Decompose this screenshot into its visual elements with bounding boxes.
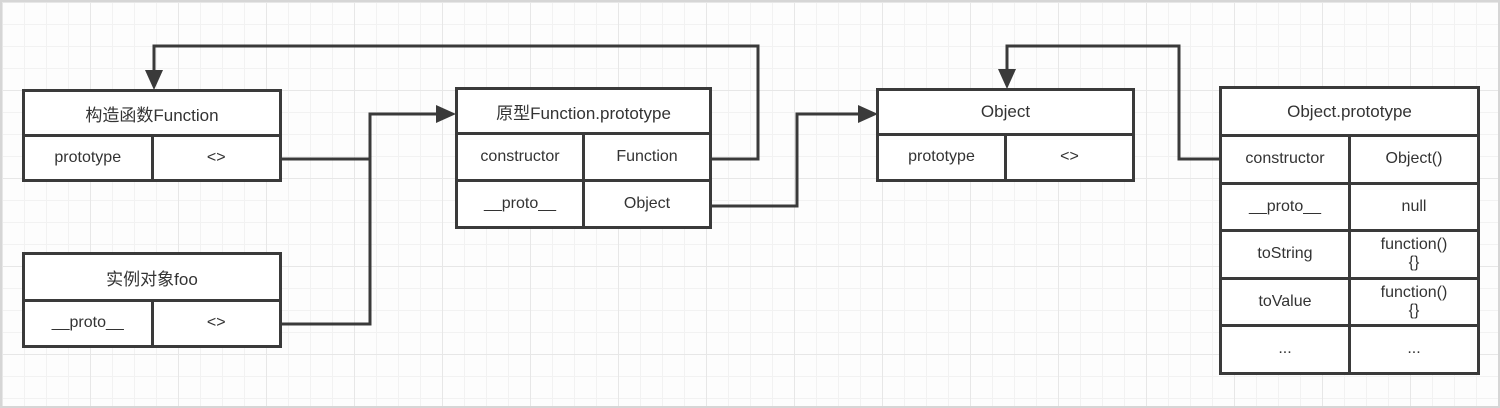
node-function-prototype: 原型Function.prototype constructor Functio… <box>455 87 712 229</box>
node-title: 构造函数Function <box>25 92 279 137</box>
field-name: toValue <box>1222 279 1351 325</box>
node-object-constructor: Object prototype <> <box>876 88 1135 182</box>
node-object-prototype: Object.prototype constructor Object() __… <box>1219 86 1480 375</box>
field-name: __proto__ <box>25 302 154 345</box>
field-value: <> <box>1060 148 1079 166</box>
field-name: __proto__ <box>458 182 585 226</box>
node-title: 原型Function.prototype <box>458 90 709 135</box>
field-name: ... <box>1222 327 1351 372</box>
field-value: ... <box>1407 340 1421 358</box>
arrow-foo-proto-to-functionprototype <box>282 152 372 326</box>
table-row: toValue function() {} <box>1222 279 1477 328</box>
field-name: constructor <box>1222 137 1351 182</box>
field-value: Object() <box>1385 150 1443 168</box>
table-row: __proto__ Object <box>458 182 709 226</box>
node-title: 实例对象foo <box>25 255 279 302</box>
field-name: constructor <box>458 135 585 179</box>
arrow-function-prototype-to-functionprototype <box>282 105 456 161</box>
arrow-functionprototype-proto-to-object <box>712 105 878 208</box>
field-name: toString <box>1222 232 1351 277</box>
node-title: Object.prototype <box>1222 89 1477 137</box>
node-title: Object <box>879 91 1132 136</box>
table-row: constructor Function <box>458 135 709 182</box>
table-row: __proto__ null <box>1222 184 1477 233</box>
field-value: <> <box>206 148 226 166</box>
table-row: toString function() {} <box>1222 232 1477 280</box>
field-value: function() {} <box>1380 236 1448 272</box>
node-function-constructor: 构造函数Function prototype <> <box>22 89 282 182</box>
table-row: prototype <> <box>879 136 1132 179</box>
field-value: <> <box>206 314 226 332</box>
field-value: Function <box>616 147 678 165</box>
table-row: prototype <> <box>25 137 279 179</box>
field-value: null <box>1401 197 1427 215</box>
table-row: ... ... <box>1222 327 1477 372</box>
field-value: function() {} <box>1380 283 1448 320</box>
arrow-functionprototype-constructor-to-function <box>145 44 760 161</box>
field-name: __proto__ <box>1222 184 1351 230</box>
arrow-objectprototype-constructor-to-object <box>998 44 1219 161</box>
field-name: prototype <box>879 136 1007 179</box>
field-name: prototype <box>25 137 154 179</box>
node-instance-foo: 实例对象foo __proto__ <> <box>22 252 282 348</box>
field-value: Object <box>623 194 671 212</box>
table-row: __proto__ <> <box>25 302 279 345</box>
table-row: constructor Object() <box>1222 137 1477 185</box>
